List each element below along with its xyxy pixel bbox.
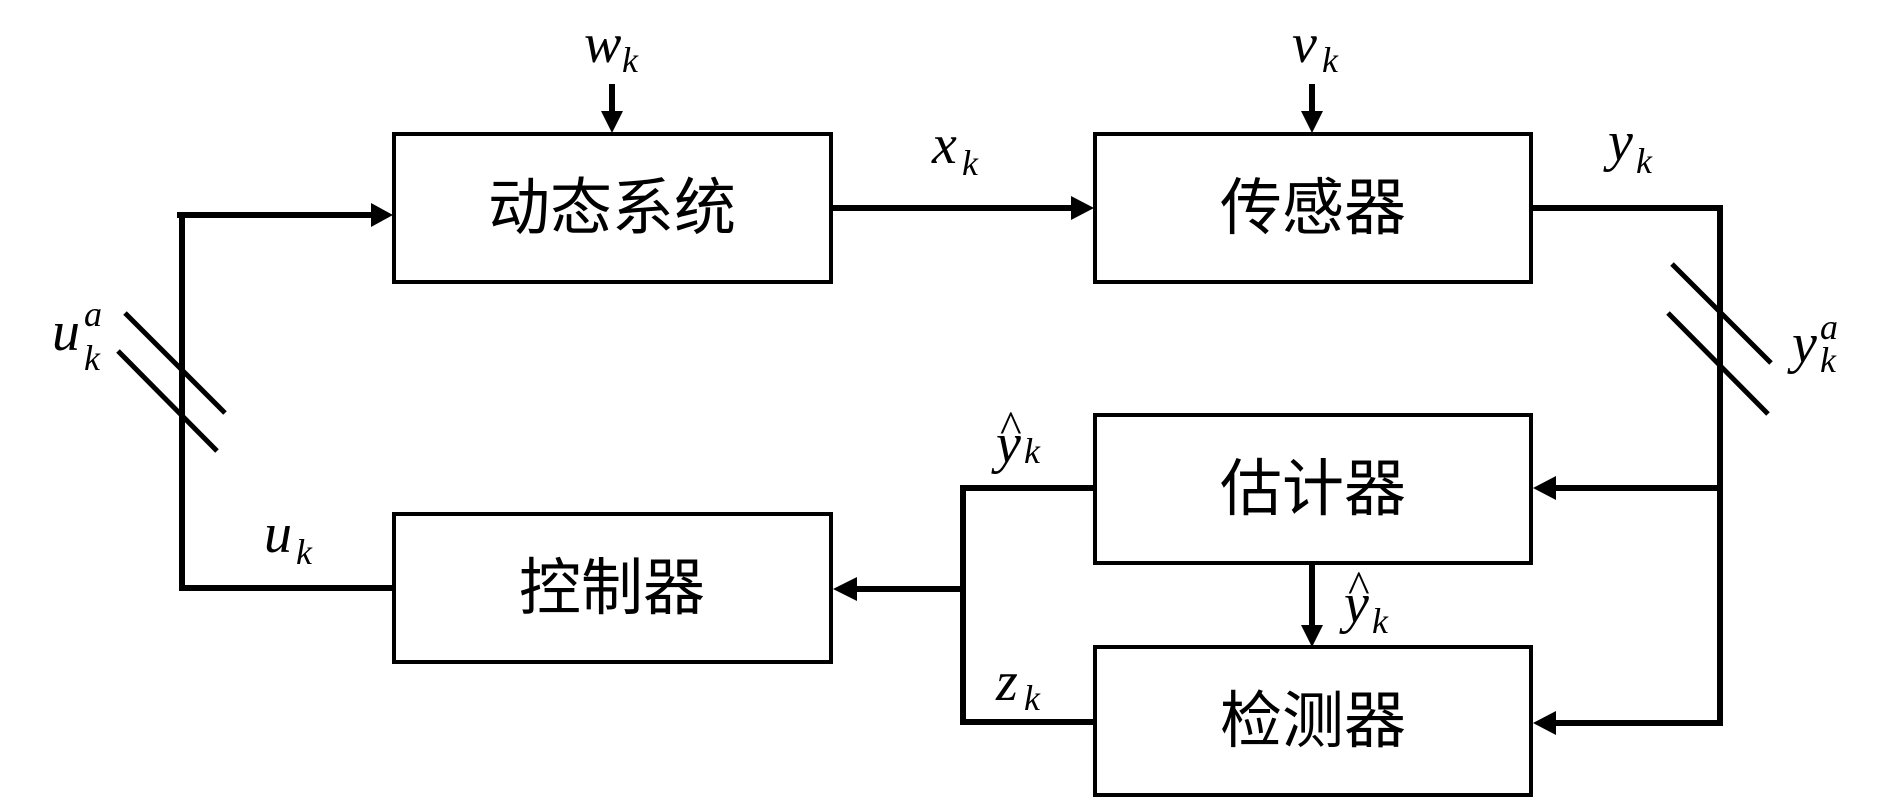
control-attack-slash-1 [123, 311, 227, 415]
block-controller-frame [392, 512, 833, 664]
controller-input-arrowhead [833, 577, 857, 601]
label-y-k-a-sup: a [1820, 307, 1838, 347]
block-estimator-label: 估计器 [1220, 452, 1406, 525]
block-controller-label: 控制器 [519, 551, 705, 624]
block-sensor-frame [1093, 132, 1533, 284]
label-y-hat-k-controller: ^ y k [991, 401, 1041, 475]
measurement-bus-wire [1531, 205, 1723, 726]
control-input-arrowhead [371, 203, 393, 227]
label-y-hat-k-detector: ^ y k [1339, 561, 1389, 641]
block-detector-label: 检测器 [1220, 684, 1406, 757]
measurement-attack-slash-2 [1666, 311, 1770, 416]
block-estimator: 估计器 [1093, 413, 1533, 565]
label-y-hat-k-detector-base: y [1339, 573, 1369, 635]
control-attack-slash-2 [116, 349, 219, 453]
label-x-k: x k [931, 114, 979, 183]
label-y-hat-k-controller-base: y [991, 413, 1021, 475]
block-estimator-frame [1093, 413, 1533, 565]
block-dynamic-system-label: 动态系统 [488, 171, 736, 244]
label-u-k-a-base: u [52, 301, 80, 363]
detector-input-arrowhead [1533, 711, 1556, 735]
label-y-k-a-base: y [1787, 313, 1817, 375]
state-arrowhead [1071, 196, 1094, 220]
measurement-noise-arrowhead [1301, 111, 1323, 133]
block-detector: 检测器 [1093, 645, 1533, 797]
block-detector-frame [1093, 645, 1533, 797]
label-y-hat-k-controller-hat: ^ [1000, 401, 1022, 452]
control-loop-wire [179, 212, 394, 591]
label-u-k-a: u a k [52, 294, 102, 378]
label-y-hat-k-detector-hat: ^ [1348, 561, 1370, 612]
label-y-k-a: y a k [1787, 307, 1838, 380]
label-v-k: v k [1292, 13, 1339, 80]
label-u-k-a-sup: a [84, 294, 102, 334]
label-y-k-a-sub: k [1820, 340, 1837, 380]
label-v-k-sub: k [1322, 40, 1339, 80]
label-y-hat-k-controller-sub: k [1024, 431, 1041, 471]
block-sensor-label: 传感器 [1220, 171, 1406, 244]
label-w-k-base: w [584, 13, 621, 75]
label-y-k-sub: k [1636, 141, 1653, 181]
block-sensor: 传感器 [1093, 132, 1533, 284]
estimator-input-arrowhead [1533, 476, 1556, 500]
block-controller: 控制器 [392, 512, 833, 664]
label-z-k: z k [995, 651, 1041, 718]
label-y-k-base: y [1603, 111, 1633, 173]
label-u-k-base: u [264, 503, 292, 565]
process-noise-arrowhead [601, 111, 623, 133]
block-dynamic-system-frame [392, 132, 833, 284]
label-u-k-a-sub: k [84, 338, 101, 378]
label-y-k: y k [1603, 111, 1653, 181]
label-v-k-base: v [1292, 13, 1317, 75]
controller-input-bus-wire [960, 485, 1095, 725]
label-x-k-base: x [931, 114, 957, 176]
label-u-k: u k [264, 503, 313, 572]
label-x-k-sub: k [962, 143, 979, 183]
label-z-k-base: z [995, 651, 1018, 713]
label-u-k-sub: k [296, 532, 313, 572]
estimate-to-detector-arrowhead [1301, 625, 1323, 647]
label-y-hat-k-detector-sub: k [1372, 601, 1389, 641]
label-z-k-sub: k [1024, 678, 1041, 718]
label-w-k: w k [584, 13, 639, 80]
label-w-k-sub: k [622, 40, 639, 80]
measurement-attack-slash-1 [1670, 262, 1773, 365]
block-dynamic-system: 动态系统 [392, 132, 833, 284]
